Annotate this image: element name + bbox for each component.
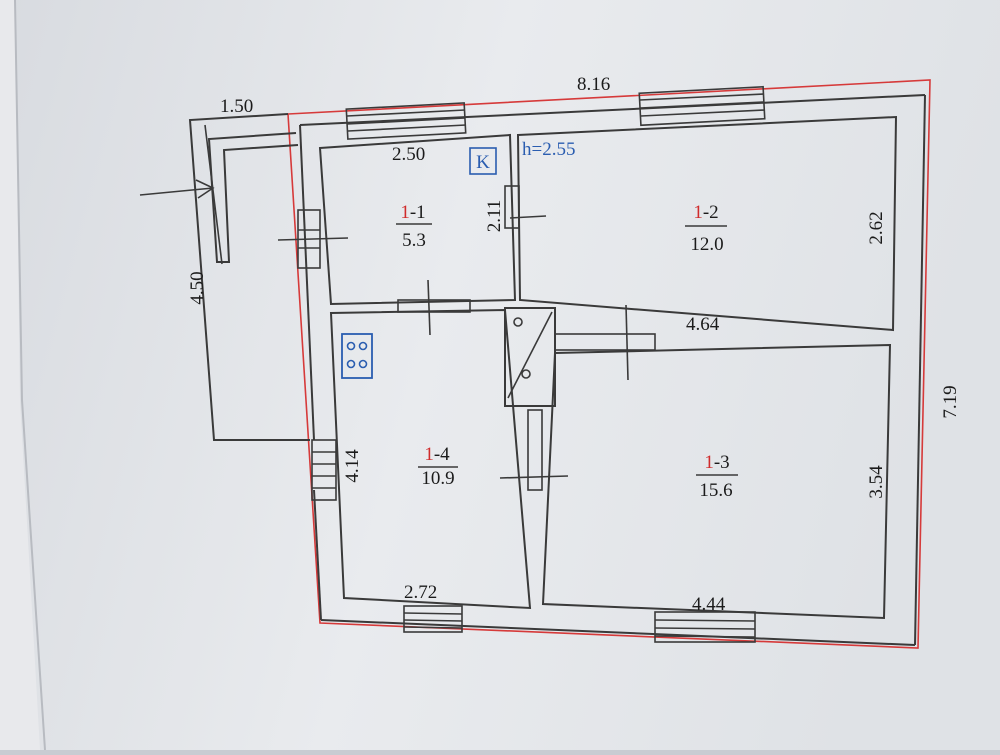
- room-1-3-width: 4.44: [692, 594, 726, 615]
- room-1-2-id: 1-2: [693, 202, 718, 223]
- page-edge: [0, 0, 40, 750]
- room-1-4-height: 4.14: [342, 449, 363, 483]
- entrance-arrow: [139, 187, 214, 196]
- room-1-1-height: 2.11: [484, 200, 505, 233]
- total-depth-label: 7.19: [940, 385, 961, 418]
- porch-depth-label: 4.50: [187, 271, 208, 304]
- room-1-2-area: 12.0: [690, 234, 723, 255]
- page-fold-line: [14, 0, 46, 751]
- building-outline: [287, 79, 931, 649]
- room-1-3-height: 3.54: [866, 465, 887, 499]
- room-1-1-area: 5.3: [402, 230, 426, 251]
- porch: [139, 113, 310, 441]
- room-1-4-id: 1-4: [424, 444, 450, 465]
- kitchen-marker: K: [469, 147, 497, 175]
- entrance-arrowhead: [195, 179, 215, 199]
- porch-width-label: 1.50: [220, 96, 253, 117]
- chimney: [504, 307, 556, 407]
- room-1-1-width: 2.50: [392, 144, 425, 165]
- window-top-right: [638, 85, 766, 127]
- room-1-3-walls: [541, 343, 892, 620]
- room-1-2-height: 2.62: [866, 211, 887, 244]
- kitchen-marker-text: K: [476, 152, 490, 173]
- room-1-3-area: 15.6: [699, 480, 732, 501]
- room-1-2-width: 4.64: [686, 314, 720, 335]
- room-1-4-walls: [329, 308, 532, 610]
- room-1-4-width: 2.72: [404, 582, 437, 603]
- room-1-2-walls: [516, 115, 898, 332]
- ceiling-height: h=2.55: [522, 139, 575, 160]
- entrance-steps: [311, 439, 337, 501]
- window-bottom-right: [654, 611, 756, 643]
- room-1-1-walls: [318, 133, 517, 306]
- door-markers: [277, 185, 656, 491]
- room-1-1-id: 1-1: [400, 202, 425, 223]
- room-1-3-id: 1-3: [704, 452, 729, 473]
- room-1-4-area: 10.9: [421, 468, 454, 489]
- total-width-label: 8.16: [577, 74, 610, 95]
- window-top-left: [345, 102, 467, 140]
- stove-icon: [341, 333, 373, 379]
- window-bottom-left: [403, 605, 463, 633]
